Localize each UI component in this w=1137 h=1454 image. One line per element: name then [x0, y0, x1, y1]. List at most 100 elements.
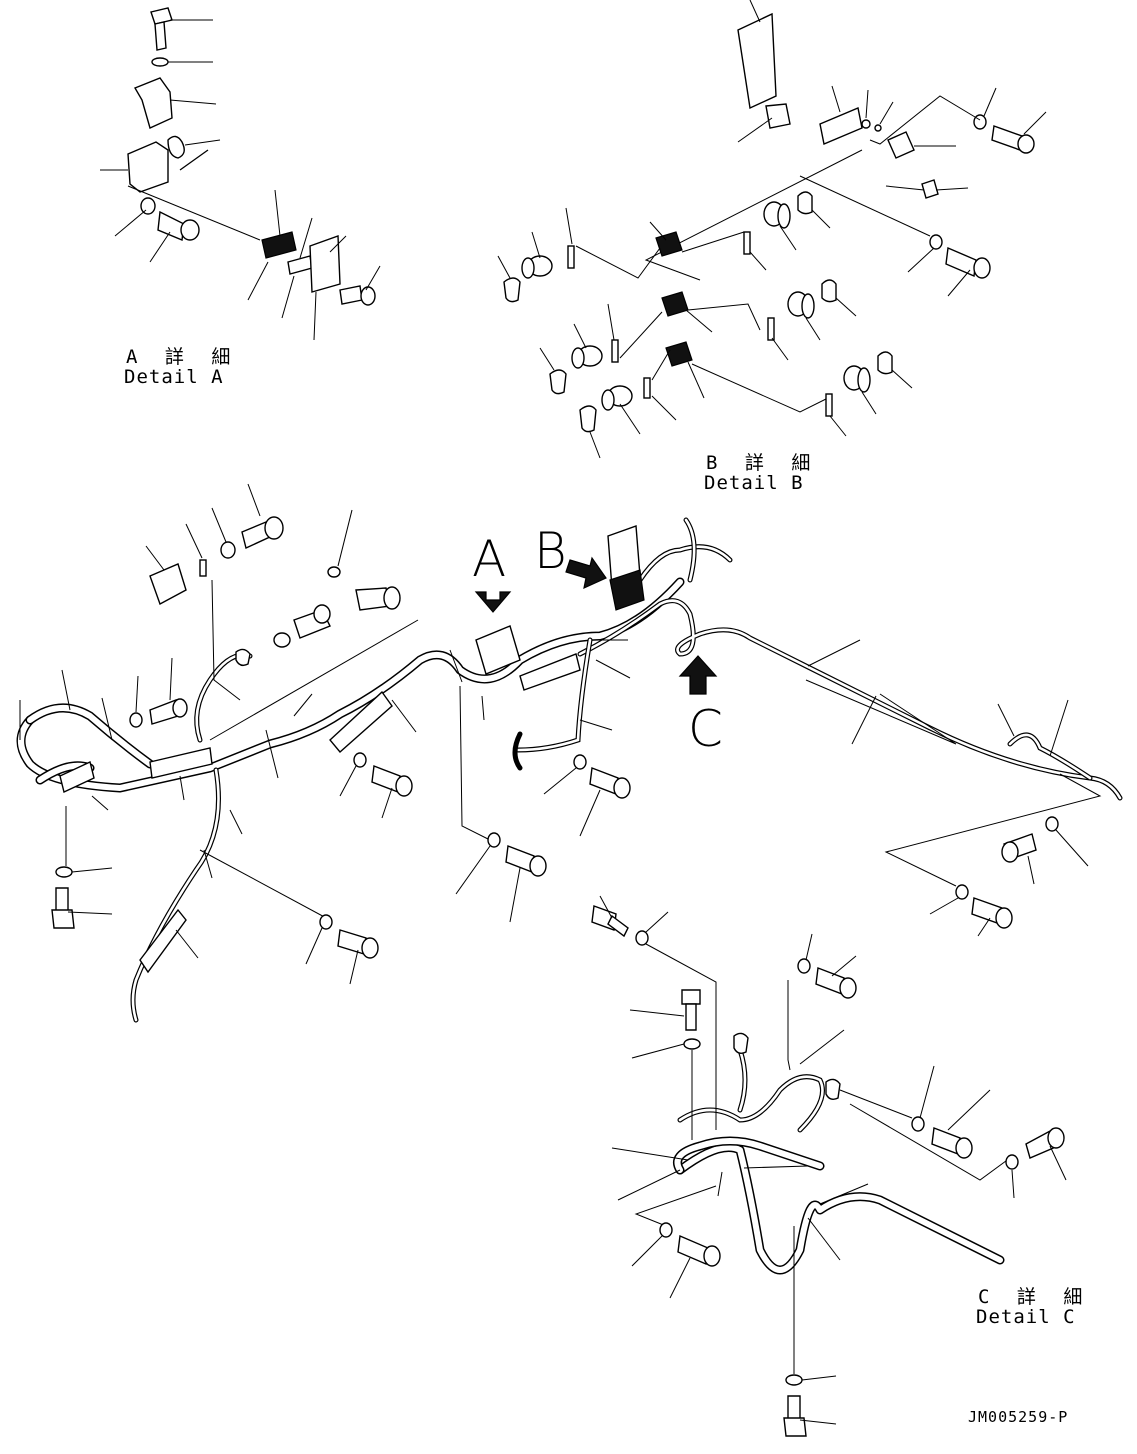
bolt-icon: [51, 887, 75, 929]
bolt-icon: [149, 698, 188, 725]
detail-c-group: [591, 895, 1067, 1437]
arrow-down-icon: [474, 591, 512, 613]
bolt-icon: [991, 125, 1035, 154]
cap-icon: [503, 277, 521, 303]
connector-icon: [733, 1032, 749, 1055]
bolt-icon: [783, 1395, 807, 1437]
cap-icon: [877, 351, 893, 375]
plug-icon: [763, 201, 791, 229]
washer-icon: [273, 632, 291, 648]
plate-icon: [819, 107, 863, 145]
bolt-icon: [591, 905, 629, 938]
washer-icon: [929, 234, 943, 250]
mount-plate-icon: [127, 141, 169, 193]
bolt-icon: [589, 767, 631, 799]
bracket-icon: [133, 77, 173, 129]
bolt-icon: [339, 285, 376, 306]
bolt-icon: [931, 1127, 973, 1159]
bolt-icon: [327, 566, 401, 611]
terminal-icon: [743, 231, 751, 255]
cap-icon: [579, 405, 597, 433]
washer-icon: [55, 866, 73, 878]
drawing-code: JM005259-P: [968, 1408, 1069, 1426]
washer-icon: [1045, 816, 1059, 832]
washer-icon: [151, 57, 169, 67]
sleeve-icon: [329, 690, 393, 754]
connector-icon: [665, 341, 693, 367]
clip-icon: [167, 135, 185, 159]
connector-icon: [261, 231, 297, 259]
detail-a-group: [100, 7, 381, 341]
bolt-icon: [293, 604, 331, 639]
bolt-icon: [241, 516, 284, 549]
terminal-icon: [287, 255, 313, 275]
callout-a-label: A: [472, 530, 507, 588]
bolt-icon: [337, 929, 379, 959]
arrow-up-icon: [678, 655, 718, 695]
main-harness-group: [16, 483, 1123, 1023]
connector-icon: [661, 291, 689, 317]
sleeve-icon: [149, 747, 213, 779]
sleeve-icon: [519, 653, 581, 691]
washer-icon: [635, 930, 649, 946]
washer-icon: [140, 197, 156, 215]
bracket-icon: [737, 12, 777, 110]
detail-b-jp-label: B 詳 細: [706, 452, 819, 474]
connector-icon: [609, 569, 645, 611]
bolt-icon: [505, 845, 547, 877]
terminal-icon: [567, 245, 575, 269]
detail-a-en-label: Detail A: [124, 366, 224, 388]
washer-icon: [573, 754, 587, 770]
bolt-icon: [1025, 1127, 1065, 1159]
cap-icon: [797, 191, 813, 215]
cap-icon: [821, 279, 837, 303]
plug-icon: [521, 255, 553, 279]
bolt-icon: [150, 7, 173, 51]
connector-icon: [655, 231, 683, 257]
washer-icon: [683, 1038, 701, 1050]
plug-icon: [843, 365, 871, 393]
relay-box-icon: [475, 625, 521, 675]
bolt-icon: [677, 1234, 721, 1267]
callout-c-label: C: [688, 700, 723, 758]
washer-icon: [220, 541, 236, 559]
bolt-icon: [945, 246, 991, 279]
washer-icon: [659, 1222, 673, 1238]
detail-c-en-label: Detail C: [976, 1306, 1076, 1328]
grommet-icon: [765, 103, 791, 129]
bolt-icon: [815, 967, 857, 999]
bolt-icon: [371, 765, 413, 797]
detail-c-jp-label: C 詳 細: [978, 1286, 1091, 1308]
washer-icon: [785, 1374, 803, 1386]
terminal-icon: [643, 377, 651, 399]
bracket-icon: [149, 563, 187, 606]
terminal-icon: [767, 317, 775, 341]
arrow-right-icon: [565, 556, 607, 590]
washer-icon: [797, 958, 811, 974]
terminal-icon: [825, 393, 833, 417]
detail-b-group: [497, 0, 1047, 459]
plug-icon: [601, 385, 633, 411]
washer-icon: [319, 914, 333, 930]
washer-icon: [955, 884, 969, 900]
plug-icon: [571, 345, 603, 369]
terminal-icon: [199, 559, 207, 577]
plug-icon: [787, 291, 815, 319]
sleeve-icon: [139, 908, 187, 974]
washer-icon: [129, 712, 143, 728]
connector-icon: [235, 648, 251, 667]
washer-icon: [487, 832, 501, 848]
cover-icon: [309, 235, 341, 293]
bolt-icon: [157, 210, 200, 242]
washer-icon: [911, 1116, 925, 1132]
detail-a-jp-label: A 詳 細: [126, 346, 239, 368]
connector-icon: [825, 1078, 841, 1101]
bolt-icon: [971, 897, 1013, 929]
detail-b-en-label: Detail B: [704, 472, 804, 494]
terminal-icon: [611, 339, 619, 363]
cap-icon: [549, 369, 567, 395]
bolt-icon: [1001, 833, 1037, 863]
washer-icon: [353, 752, 367, 768]
